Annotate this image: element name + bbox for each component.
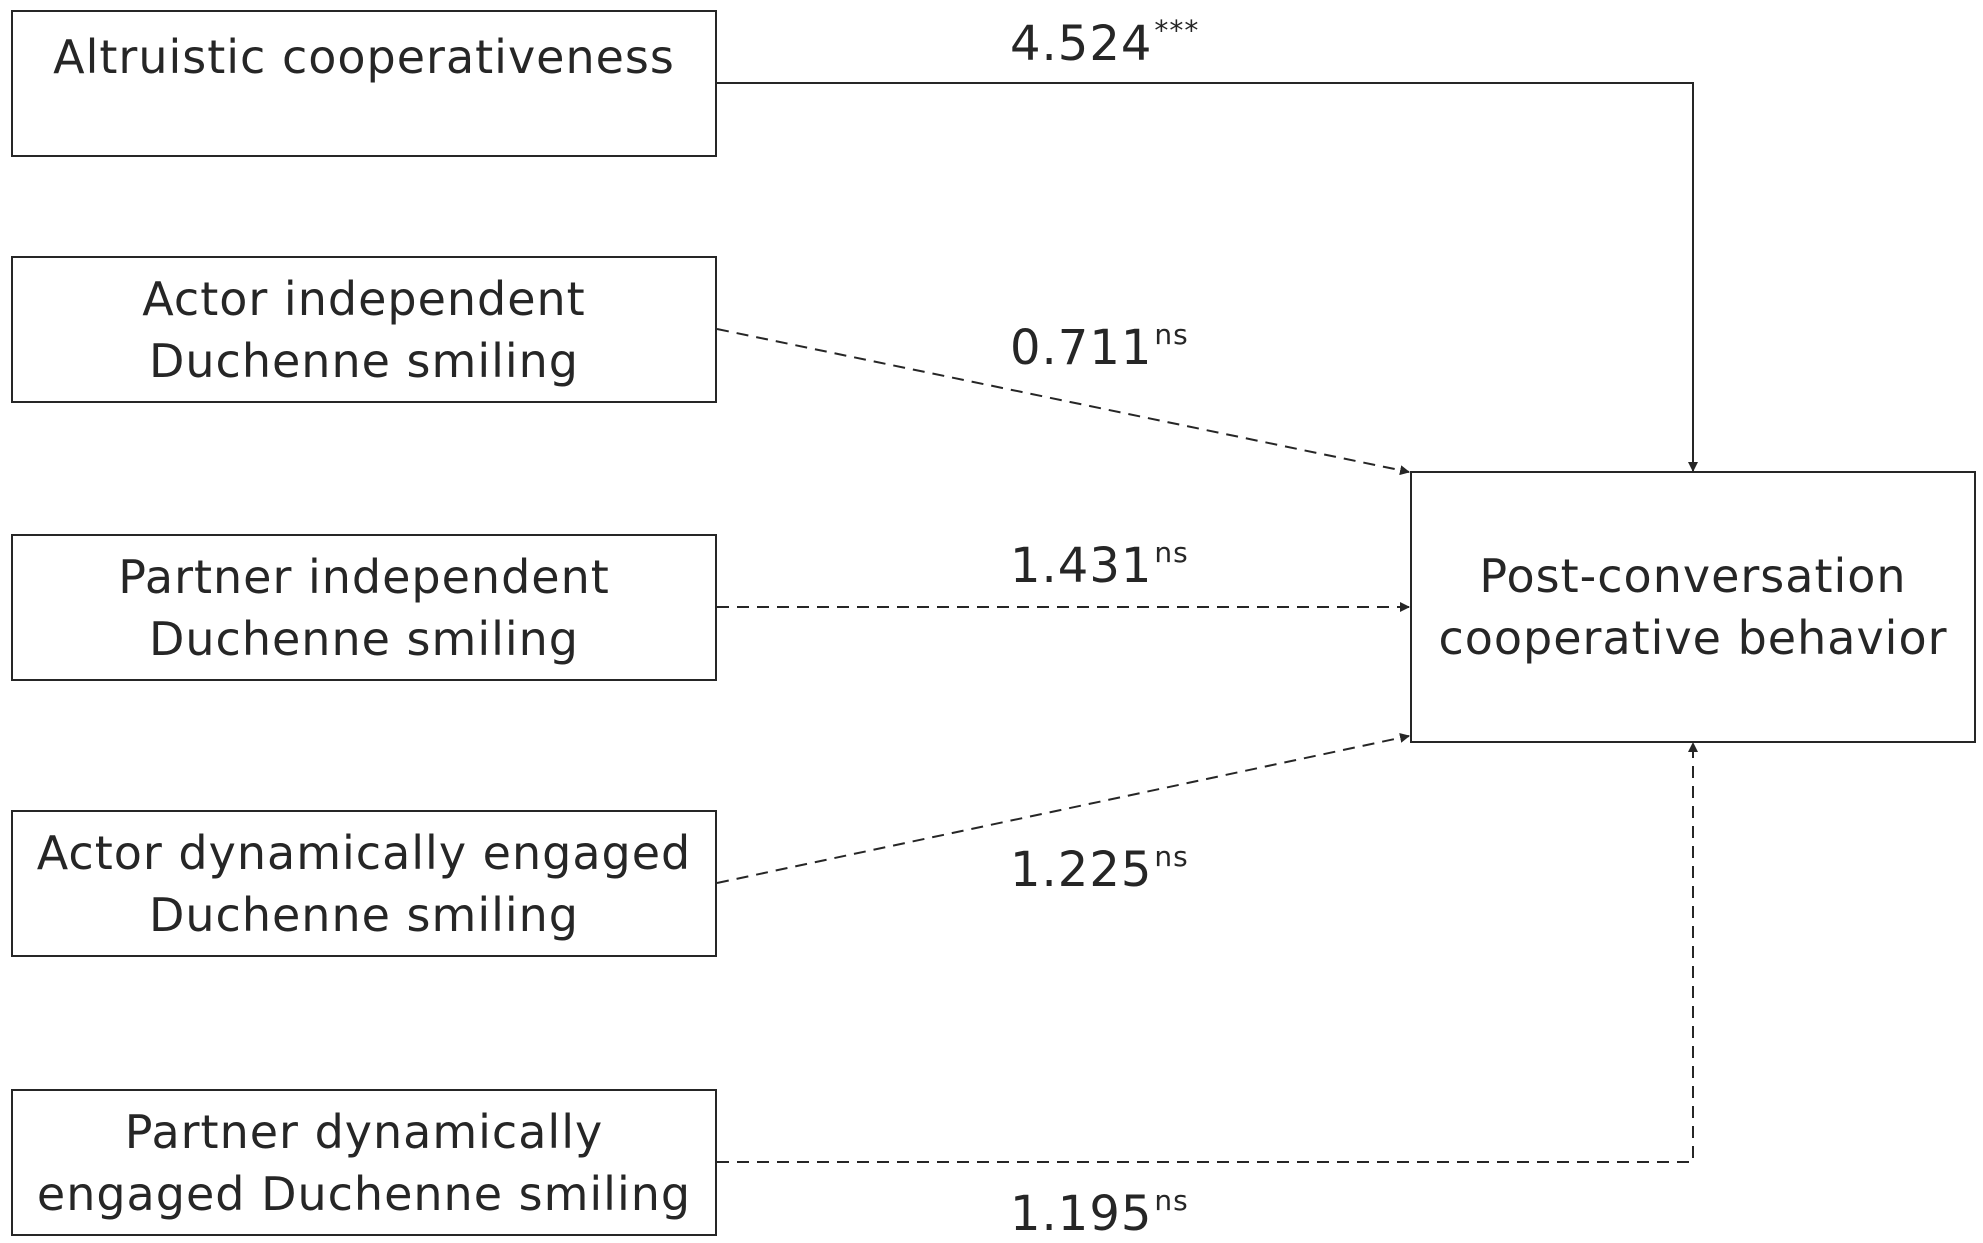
predictor-label: Altruistic cooperativeness bbox=[53, 30, 675, 84]
significance-marker: *** bbox=[1154, 14, 1200, 47]
significance-marker: ns bbox=[1154, 318, 1189, 351]
predictor-label: engaged Duchenne smiling bbox=[36, 1166, 692, 1221]
path-arrow-actor-independent bbox=[716, 328, 1410, 476]
predictor-label: Actor dynamically engaged bbox=[36, 825, 692, 880]
predictor-label: Duchenne smiling bbox=[148, 333, 580, 388]
significance-marker: ns bbox=[1154, 840, 1189, 873]
predictor-box-actor-independent: Actor independent Duchenne smiling bbox=[11, 256, 717, 403]
predictor-box-altruistic: Altruistic cooperativeness bbox=[11, 10, 717, 157]
coefficient-value: 0.711 bbox=[1010, 320, 1153, 376]
path-coefficient-actor-dynamic: 1.225ns bbox=[1010, 840, 1189, 898]
predictor-label: Partner independent bbox=[118, 549, 610, 604]
path-arrow-actor-dynamic bbox=[716, 732, 1410, 884]
predictor-box-actor-dynamic: Actor dynamically engaged Duchenne smili… bbox=[11, 810, 717, 957]
outcome-box: Post-conversation cooperative behavior bbox=[1410, 471, 1976, 743]
outcome-label: Post-conversation bbox=[1479, 549, 1907, 603]
predictor-label: Partner dynamically bbox=[124, 1104, 604, 1159]
path-coefficient-altruistic: 4.524*** bbox=[1010, 14, 1199, 72]
predictor-label: Duchenne smiling bbox=[148, 887, 580, 942]
path-coefficient-partner-independent: 1.431ns bbox=[1010, 536, 1189, 594]
coefficient-value: 1.195 bbox=[1010, 1186, 1153, 1242]
coefficient-value: 1.225 bbox=[1010, 842, 1153, 898]
predictor-box-partner-independent: Partner independent Duchenne smiling bbox=[11, 534, 717, 681]
predictor-label: Duchenne smiling bbox=[148, 611, 580, 666]
outcome-label: cooperative behavior bbox=[1438, 611, 1948, 665]
path-coefficient-partner-dynamic: 1.195ns bbox=[1010, 1184, 1189, 1242]
coefficient-value: 1.431 bbox=[1010, 538, 1153, 594]
path-arrow-altruistic bbox=[717, 82, 1698, 472]
significance-marker: ns bbox=[1154, 536, 1189, 569]
significance-marker: ns bbox=[1154, 1184, 1189, 1217]
coefficient-value: 4.524 bbox=[1010, 16, 1153, 72]
predictor-label: Actor independent bbox=[142, 271, 586, 326]
predictor-box-partner-dynamic: Partner dynamically engaged Duchenne smi… bbox=[11, 1089, 717, 1236]
path-arrow-partner-dynamic bbox=[717, 742, 1698, 1163]
path-coefficient-actor-independent: 0.711ns bbox=[1010, 318, 1189, 376]
